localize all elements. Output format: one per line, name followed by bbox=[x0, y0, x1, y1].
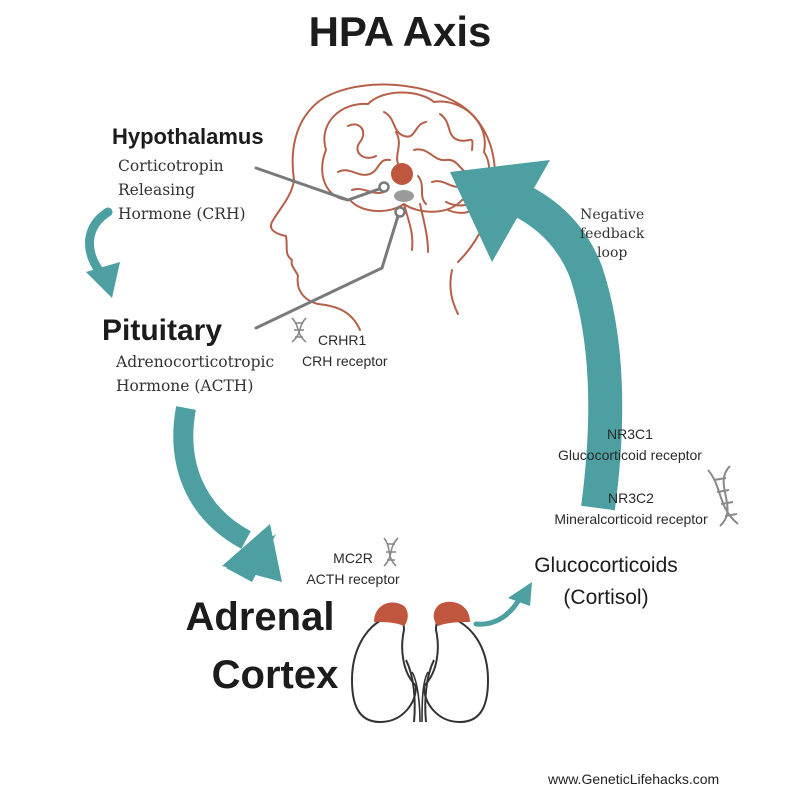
crhr1-label: CRHR1 CRH receptor bbox=[302, 330, 388, 372]
crhr1-gene: CRHR1 bbox=[318, 332, 367, 348]
crhr1-desc: CRH receptor bbox=[302, 353, 388, 369]
hypothalamus-gland bbox=[391, 163, 413, 185]
acth-line: Hormone (ACTH) bbox=[116, 377, 254, 395]
nr3c1-gene: NR3C1 bbox=[607, 426, 653, 442]
adrenal-line: Cortex bbox=[211, 653, 339, 697]
nr3c2-label: NR3C2 Mineralcorticoid receptor bbox=[536, 488, 726, 530]
pituitary-gland bbox=[394, 190, 414, 202]
adrenal-gland-left bbox=[374, 602, 408, 626]
neck-outline bbox=[449, 269, 459, 315]
nr3c1-label: NR3C1 Glucocorticoid receptor bbox=[540, 424, 720, 466]
hypothalamus-label: Hypothalamus bbox=[112, 124, 264, 149]
mc2r-desc: ACTH receptor bbox=[306, 571, 400, 587]
diagram-title: HPA Axis bbox=[308, 8, 492, 55]
glucocorticoids-name: Glucocorticoids bbox=[534, 554, 678, 577]
pituitary-connector bbox=[254, 214, 400, 330]
mc2r-label: MC2R ACTH receptor bbox=[298, 548, 408, 590]
website-credit: www.GeneticLifehacks.com bbox=[548, 771, 720, 787]
adrenal-line: Adrenal bbox=[185, 595, 335, 639]
pituitary-to-adrenal-arrow bbox=[173, 406, 282, 582]
acth-hormone-label: Adrenocorticotropic Hormone (ACTH) bbox=[116, 350, 274, 398]
adrenal-to-glucocorticoids-arrow bbox=[473, 582, 532, 627]
crh-hormone-label: Corticotropin Releasing Hormone (CRH) bbox=[118, 154, 246, 226]
mc2r-gene: MC2R bbox=[333, 550, 373, 566]
feedback-line: loop bbox=[597, 245, 628, 261]
dna-icon bbox=[383, 537, 399, 567]
crh-line: Corticotropin bbox=[118, 157, 224, 175]
kidney-icon bbox=[350, 601, 490, 724]
nr3c2-desc: Mineralcorticoid receptor bbox=[554, 511, 708, 527]
glucocorticoids-label: Glucocorticoids (Cortisol) bbox=[496, 550, 716, 614]
brain-head-icon bbox=[270, 83, 496, 331]
crh-line: Releasing bbox=[118, 181, 196, 199]
negative-feedback-arrow bbox=[450, 160, 623, 511]
hypothalamus-connector bbox=[254, 166, 384, 202]
glucocorticoids-example: (Cortisol) bbox=[563, 586, 649, 609]
adrenal-cortex-label: Adrenal Cortex bbox=[160, 588, 360, 704]
crh-line: Hormone (CRH) bbox=[118, 205, 246, 223]
nr3c2-gene: NR3C2 bbox=[608, 490, 654, 506]
feedback-line: Negative bbox=[580, 207, 645, 223]
adrenal-gland-right bbox=[433, 601, 470, 626]
label-connectors bbox=[254, 166, 406, 330]
dna-icon bbox=[707, 465, 739, 527]
hypothalamus-to-pituitary-arrow bbox=[85, 207, 120, 298]
negative-feedback-label: Negative feedback loop bbox=[580, 206, 644, 263]
head-outline bbox=[270, 83, 496, 331]
pituitary-label: Pituitary bbox=[102, 314, 223, 347]
pituitary-connector-end bbox=[394, 206, 406, 218]
nr3c1-desc: Glucocorticoid receptor bbox=[558, 447, 702, 463]
acth-line: Adrenocorticotropic bbox=[116, 353, 275, 371]
feedback-line: feedback bbox=[580, 226, 645, 242]
hypothalamus-connector-end bbox=[378, 181, 390, 193]
dna-icon bbox=[291, 317, 307, 343]
